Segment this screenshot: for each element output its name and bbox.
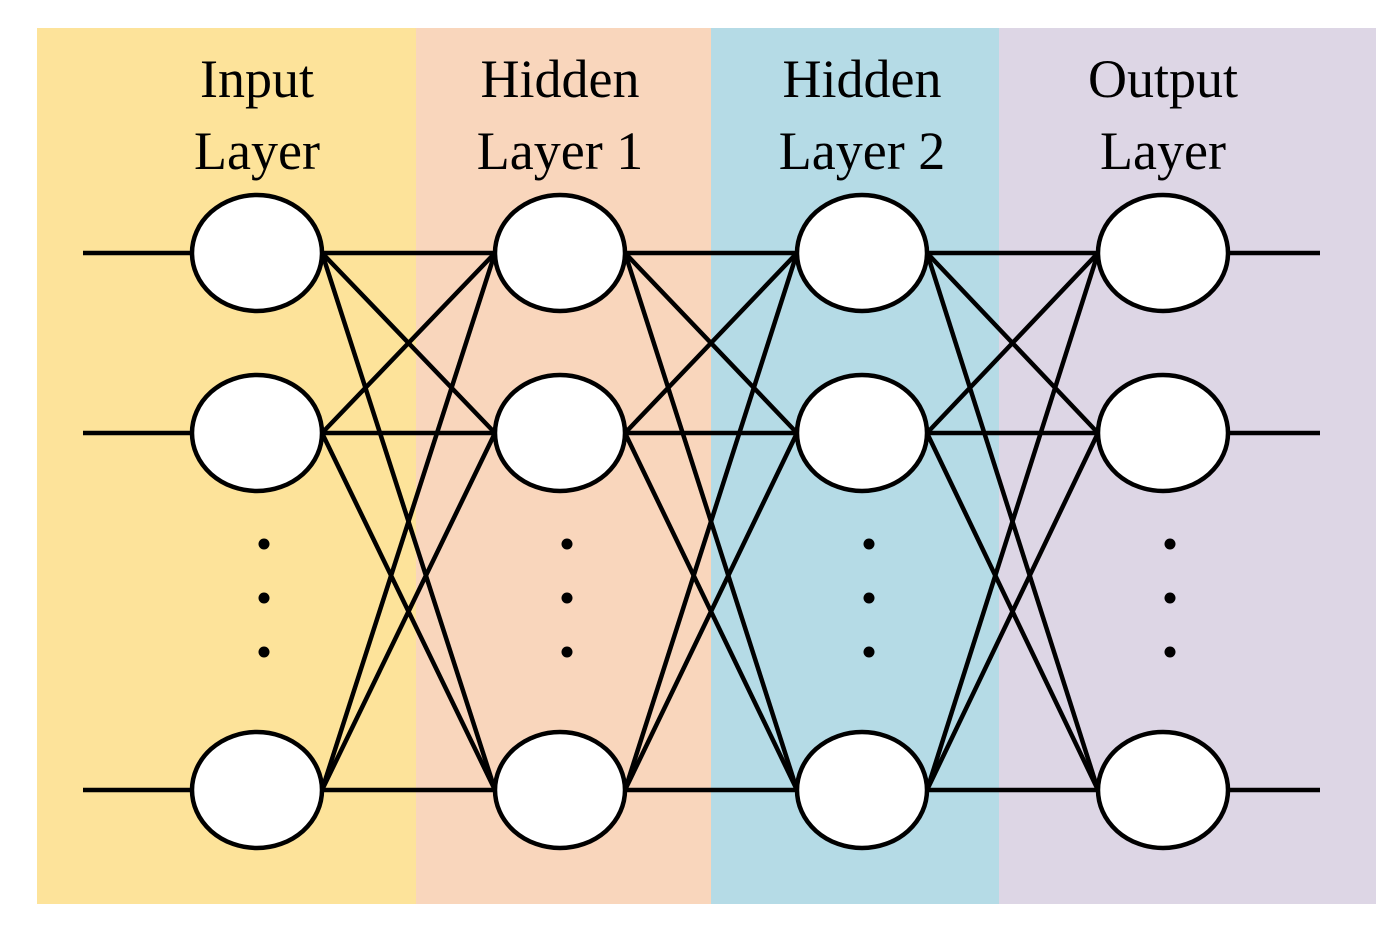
layer-label-1-line2: Layer <box>194 121 320 181</box>
ellipsis-dot-layer4-2 <box>1164 592 1176 604</box>
neuron-layer1-3 <box>189 729 325 851</box>
layer-label-4-line1: Output <box>1088 49 1238 109</box>
ellipsis-dot-layer3-3 <box>863 646 875 658</box>
neuron-layer4-3 <box>1095 729 1231 851</box>
ellipsis-dot-layer4-3 <box>1164 646 1176 658</box>
connections <box>319 250 1101 793</box>
neuron-layer2-1 <box>492 192 628 314</box>
ellipsis-dot-layer3-1 <box>863 538 875 550</box>
connection-l2n3-l3n1 <box>622 252 800 791</box>
layer-label-2-line1: Hidden <box>481 49 640 109</box>
layer-label-4-line2: Layer <box>1100 121 1226 181</box>
connection-l1n2-l2n1 <box>320 251 497 435</box>
connection-l2n3-l3n2 <box>622 432 800 791</box>
neuron-layer2-2 <box>492 372 628 494</box>
neurons <box>189 192 1231 851</box>
neuron-layer3-3 <box>794 729 930 851</box>
connection-l1n3-l2n1 <box>319 252 498 791</box>
input-output-lines <box>83 250 1320 793</box>
layer-label-2-line2: Layer 1 <box>477 121 643 181</box>
connection-l1n3-l2n2 <box>319 432 498 791</box>
neuron-layer4-1 <box>1095 192 1231 314</box>
ellipsis-dot-layer3-2 <box>863 592 875 604</box>
neuron-layer3-2 <box>794 372 930 494</box>
ellipsis-dot-layer1-3 <box>258 646 270 658</box>
neuron-layer4-2 <box>1095 372 1231 494</box>
connection-l3n3-l4n1 <box>924 252 1101 791</box>
connection-l2n2-l3n1 <box>623 251 799 435</box>
layer-label-3-line1: Hidden <box>783 49 942 109</box>
ellipsis-dot-layer2-1 <box>561 538 573 550</box>
neuron-layer2-3 <box>492 729 628 851</box>
neuron-layer3-1 <box>794 192 930 314</box>
ellipsis-dot-layer1-2 <box>258 592 270 604</box>
ellipsis-dot-layer1-1 <box>258 538 270 550</box>
neuron-layer1-2 <box>189 372 325 494</box>
ellipsis-dot-layer4-1 <box>1164 538 1176 550</box>
ellipsis-dot-layer2-3 <box>561 646 573 658</box>
connection-l3n2-l4n1 <box>925 251 1100 435</box>
layer-label-1-line1: Input <box>200 49 314 109</box>
layer-label-3-line2: Layer 2 <box>779 121 945 181</box>
neuron-layer1-1 <box>189 192 325 314</box>
connection-l3n3-l4n2 <box>924 432 1101 791</box>
ellipsis-dot-layer2-2 <box>561 592 573 604</box>
ellipsis-dots <box>258 538 1176 658</box>
